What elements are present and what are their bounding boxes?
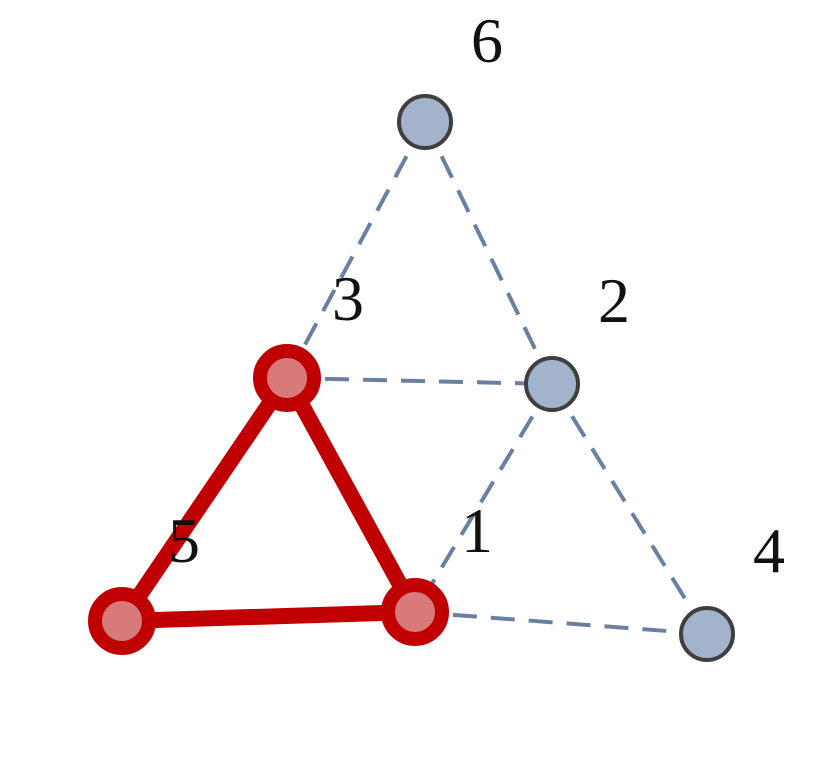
edge-1-4 — [414, 610, 708, 636]
node-1 — [381, 578, 449, 646]
edge-3-2 — [286, 376, 553, 386]
label-node-5: 5 — [168, 505, 200, 576]
highlighted-edges — [114, 370, 423, 629]
edge-2-4 — [550, 382, 709, 636]
label-node-4: 4 — [753, 515, 785, 586]
edge-1-3 — [279, 370, 423, 620]
node-2 — [524, 356, 580, 412]
node-3 — [253, 344, 321, 412]
node-4 — [679, 606, 735, 662]
label-node-6: 6 — [471, 5, 503, 76]
dashed-edges — [285, 121, 709, 636]
edge-5-1 — [114, 604, 423, 629]
label-node-2: 2 — [598, 265, 630, 336]
edge-3-6 — [285, 121, 427, 379]
node-6 — [397, 94, 453, 150]
node-labels: 6 3 2 5 1 4 — [168, 5, 785, 586]
edge-2-1 — [413, 382, 554, 614]
node-5 — [88, 587, 156, 655]
edge-6-2 — [423, 121, 554, 385]
label-node-1: 1 — [461, 495, 493, 566]
edge-3-5 — [114, 370, 295, 629]
label-node-3: 3 — [332, 263, 364, 334]
nodes — [88, 94, 735, 662]
